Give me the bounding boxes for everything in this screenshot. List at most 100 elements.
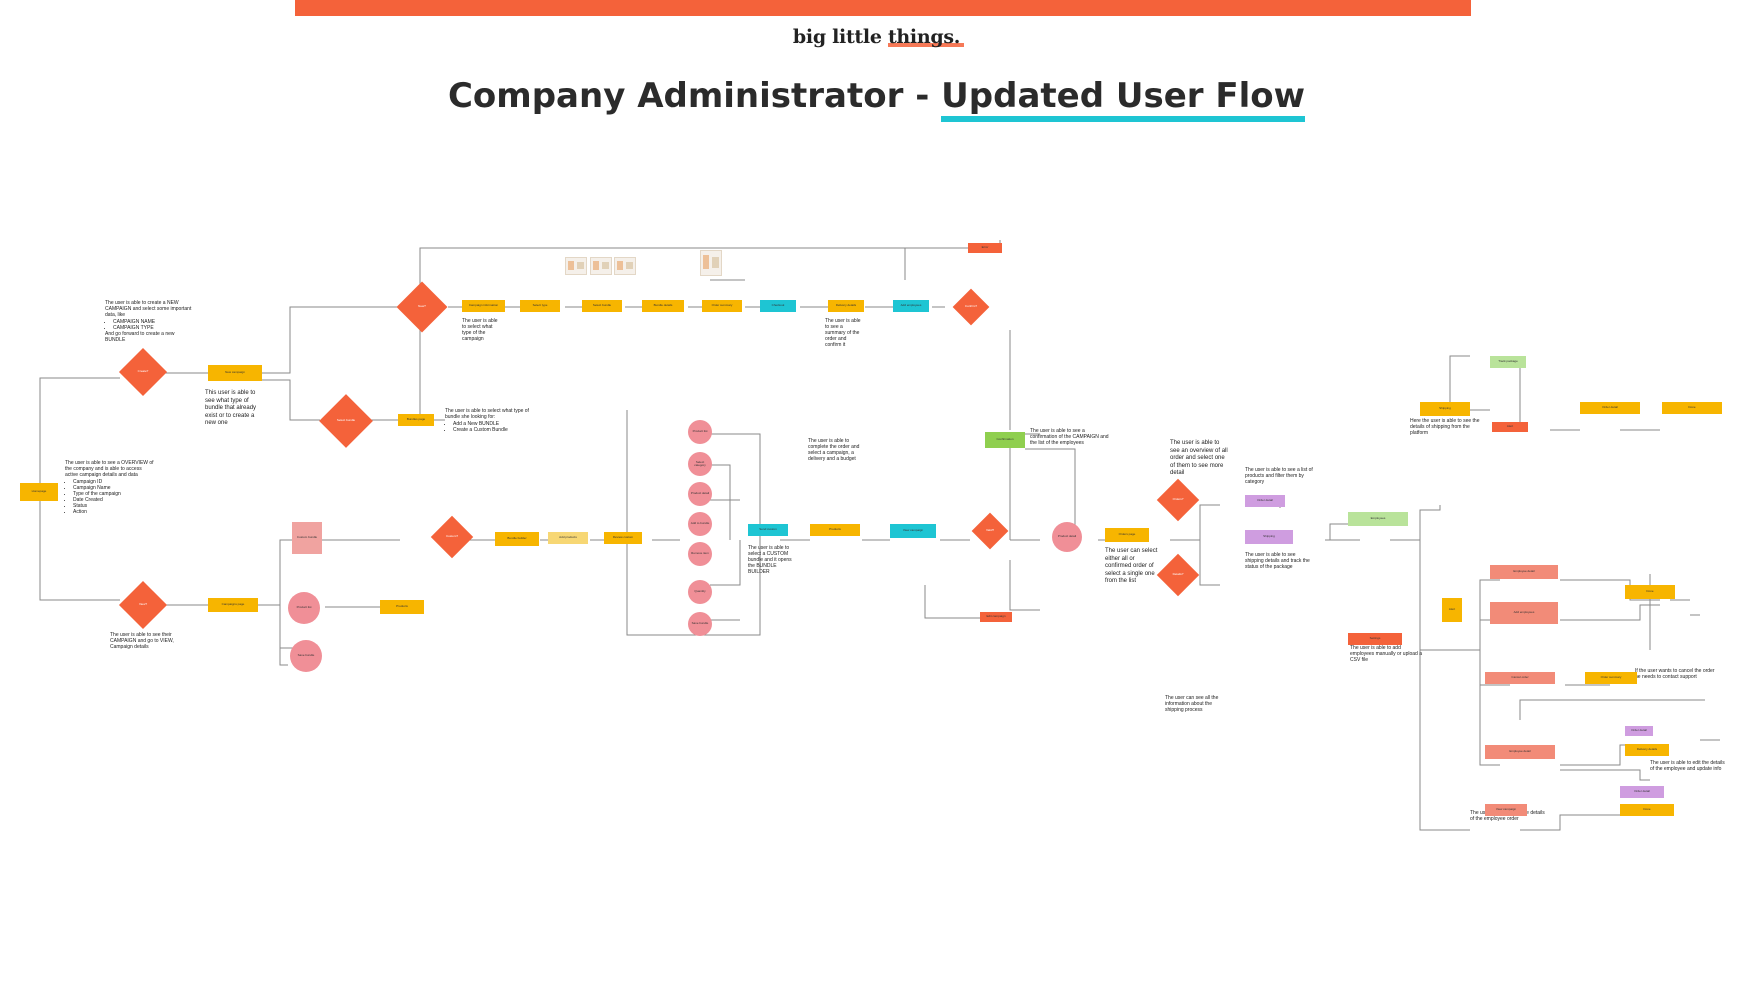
flow-node[interactable]: Employee detail	[1490, 565, 1558, 579]
node-label: Select bundle	[592, 303, 612, 308]
node-label: Select type	[532, 303, 548, 308]
decision-label: Orders?	[1172, 497, 1184, 502]
page-title: Company Administrator - Updated User Flo…	[0, 76, 1753, 122]
flow-node[interactable]: View campaign	[1485, 804, 1527, 816]
decision-label: Create?	[137, 369, 149, 374]
edge	[710, 540, 741, 586]
flow-node[interactable]: Edit campaign	[980, 612, 1012, 622]
note-select-bundle: The user is able to select what type of …	[445, 408, 540, 433]
option-circle[interactable]: Save bundle	[688, 612, 712, 636]
note-text: The user is able to edit the details of …	[1650, 760, 1725, 772]
option-circle[interactable]: Select category	[688, 452, 712, 476]
option-circle[interactable]: Remove item	[688, 542, 712, 566]
node-label: Alert	[1448, 607, 1456, 612]
flow-node[interactable]: Send custom	[748, 524, 788, 536]
start-node[interactable]: Homepage	[20, 483, 58, 501]
note-item: CAMPAIGN TYPE	[113, 325, 195, 331]
flow-node[interactable]: Employee detail	[1485, 745, 1555, 759]
note-text: This user is able to see what type of bu…	[205, 390, 257, 426]
node-label: Checkout	[771, 303, 785, 308]
flow-node[interactable]: Order detail	[1620, 786, 1664, 798]
flow-node[interactable]: Checkout	[760, 300, 796, 312]
note-overview: The user is able to see a OVERVIEW of th…	[65, 460, 155, 515]
flow-node[interactable]: Campaign information	[462, 300, 505, 312]
edge	[710, 433, 761, 540]
flow-node[interactable]: New campaign	[208, 365, 262, 381]
node-label: Add employees	[900, 303, 922, 308]
flow-node[interactable]: Order detail	[1580, 402, 1640, 414]
node-label: Cancel order	[1511, 675, 1529, 680]
note-text: The user is able to see a confirmation o…	[1030, 428, 1109, 446]
option-circle[interactable]: Product list	[688, 420, 712, 444]
flow-node[interactable]: Bundle details	[642, 300, 684, 312]
node-label: Review custom	[612, 535, 634, 540]
note-summary: The user is able to see a summary of the…	[825, 318, 863, 348]
option-circle[interactable]: Quantity	[688, 580, 712, 604]
flow-node[interactable]: Select type	[520, 300, 560, 312]
flow-node[interactable]: Alert	[1442, 598, 1462, 622]
flow-node[interactable]: Shipping	[1245, 530, 1293, 544]
decision-label: Custom?	[445, 534, 458, 539]
flow-node[interactable]: Done	[1620, 804, 1674, 816]
option-circle[interactable]: Product detail	[688, 482, 712, 506]
note-text: The user is able to see a list of produc…	[1245, 467, 1313, 485]
flow-node[interactable]: Confirmation	[985, 432, 1025, 448]
flow-node[interactable]: Alert	[1492, 422, 1528, 432]
flow-node[interactable]: Delivery details	[1625, 744, 1669, 756]
flow-node[interactable]: Order detail	[1245, 495, 1285, 507]
option-circle[interactable]: Add to bundle	[688, 512, 712, 536]
node-label: Error	[981, 245, 989, 250]
option-circle[interactable]: Product detail	[1052, 522, 1082, 552]
flow-node[interactable]: Review custom	[604, 532, 642, 544]
flow-node[interactable]: Settings	[1348, 633, 1402, 645]
note-item: Create a Custom Bundle	[453, 427, 540, 433]
note-shipping-process: The user can see all the information abo…	[1165, 695, 1225, 713]
flow-node[interactable]: Done	[1625, 585, 1675, 599]
edge	[39, 488, 120, 601]
flow-node[interactable]: Error	[968, 243, 1002, 253]
note-text: The user is able to select what type of …	[462, 318, 498, 342]
node-label: Custom bundle	[296, 535, 318, 540]
node-label: Remove item	[691, 551, 709, 556]
note-text: The user can select either all or confir…	[1105, 548, 1158, 584]
node-label: Delivery details	[835, 303, 857, 308]
edge	[1560, 604, 1660, 621]
flow-node[interactable]: Done	[1662, 402, 1722, 414]
flow-node[interactable]: Bundle builder	[495, 532, 539, 546]
flow-node[interactable]: Select bundle	[582, 300, 622, 312]
note-item: Type of the campaign	[73, 491, 155, 497]
note-tail: And go forward to create a new BUNDLE	[105, 331, 175, 343]
option-circle[interactable]: Save bundle	[290, 640, 322, 672]
flow-node[interactable]: Employees	[1348, 512, 1408, 526]
flow-node[interactable]: Track package	[1490, 356, 1526, 368]
edge	[1329, 523, 1360, 540]
flow-node[interactable]: Custom bundle	[292, 522, 322, 554]
option-circle[interactable]: Product list	[288, 592, 320, 624]
flow-node[interactable]: Campaigns page	[208, 598, 258, 612]
flow-node[interactable]: Shipping	[1420, 402, 1470, 416]
brand-accent: things.	[887, 26, 961, 48]
node-label: Shipping	[1439, 406, 1451, 411]
flow-node[interactable]: Add products	[548, 532, 588, 544]
brand-name: big little	[792, 26, 888, 48]
flow-node[interactable]: Cancel order	[1485, 672, 1555, 684]
decision-label: New?	[418, 304, 426, 309]
flow-node[interactable]: Products	[380, 600, 424, 614]
flow-node[interactable]: Add employees	[893, 300, 929, 312]
node-label: Products	[396, 604, 408, 609]
edge	[1009, 433, 1040, 540]
flow-node[interactable]: Add employees	[1490, 602, 1558, 624]
flow-node[interactable]: Bundles page	[398, 414, 434, 426]
note-text: The user is able to see an overview of a…	[1170, 440, 1228, 476]
flow-node[interactable]: Order summary	[1585, 672, 1637, 684]
edge	[1199, 504, 1220, 540]
flow-node[interactable]: Products	[810, 524, 860, 536]
flow-node[interactable]: Order detail	[1625, 726, 1653, 736]
flow-node[interactable]: Delivery details	[828, 300, 864, 312]
flow-node[interactable]: Order summary	[702, 300, 742, 312]
note-text: Here the user is able to see the details…	[1410, 418, 1480, 436]
node-label: Order detail	[1602, 405, 1618, 410]
decision-label: View?	[138, 602, 148, 607]
flow-node[interactable]: Orders page	[1105, 528, 1149, 542]
flow-node[interactable]: View campaign	[890, 524, 936, 538]
